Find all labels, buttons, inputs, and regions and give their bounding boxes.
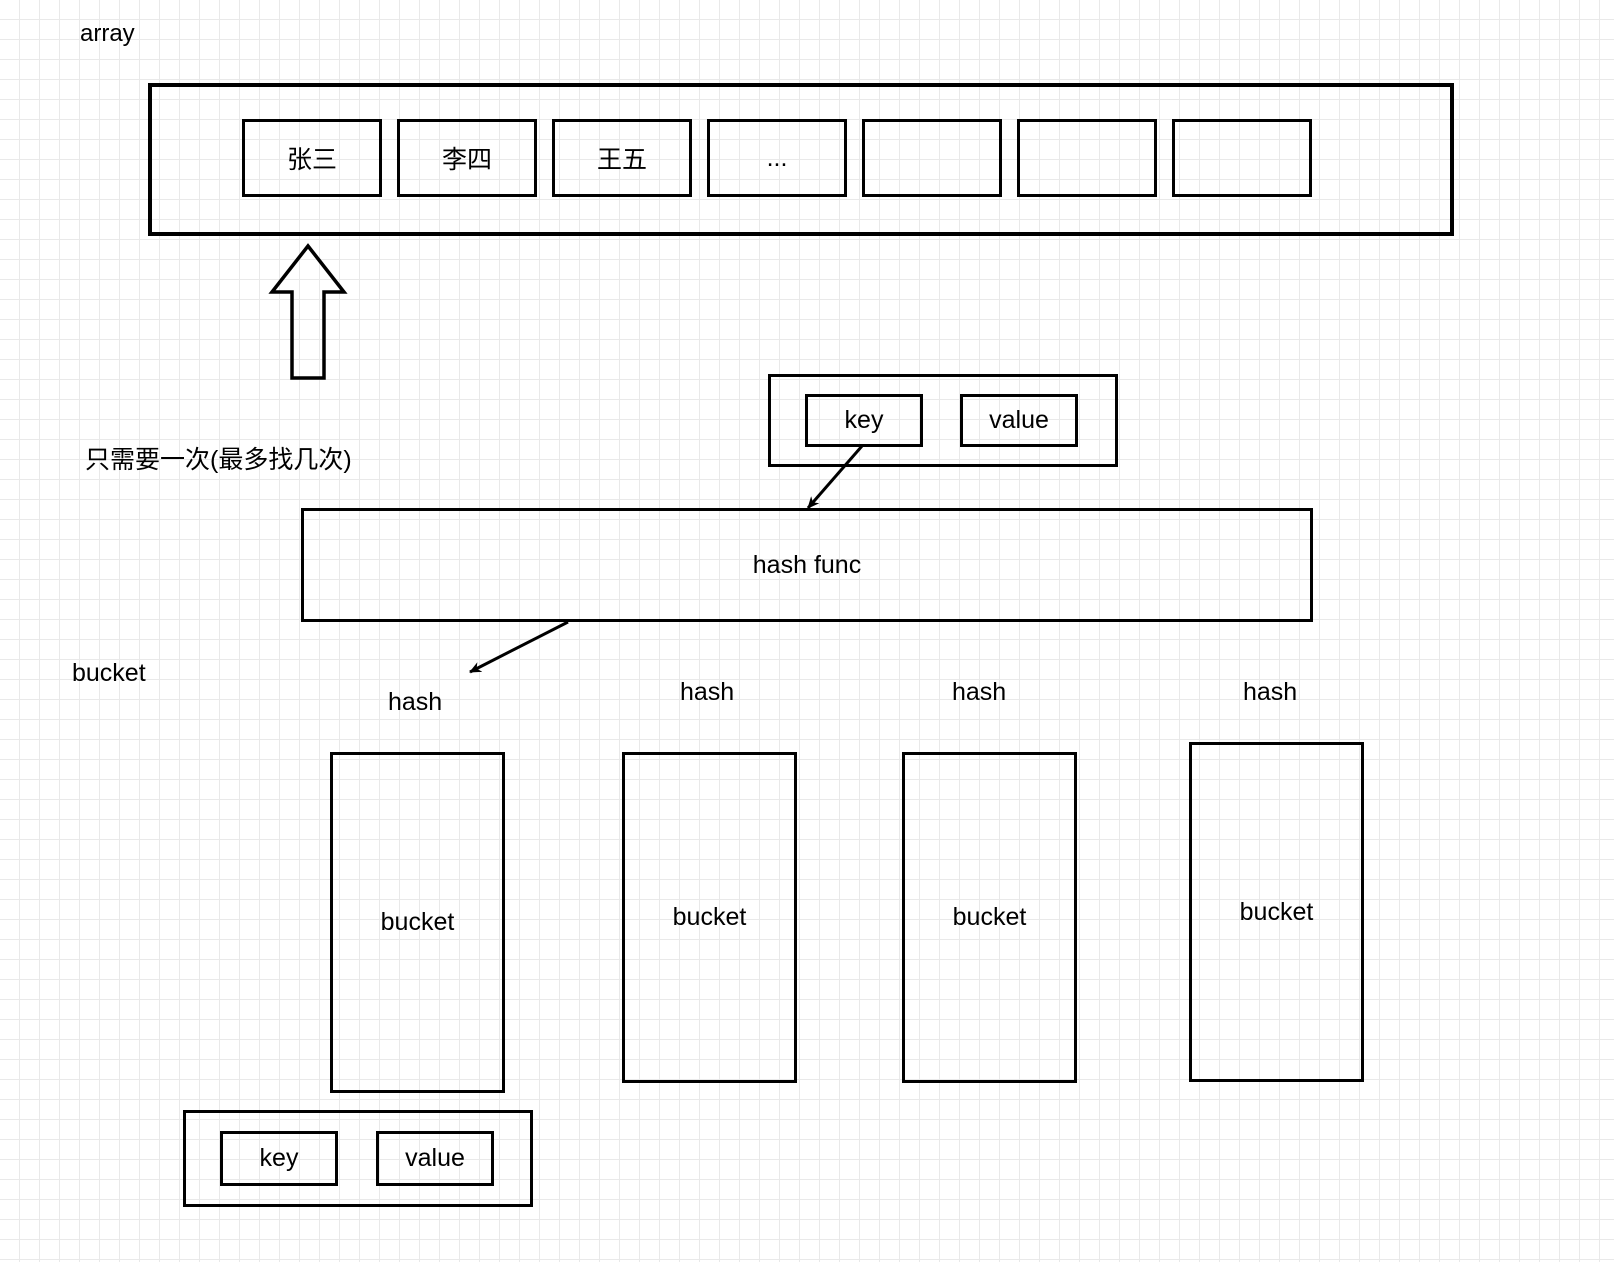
bucket-box-2: bucket xyxy=(902,752,1077,1083)
array-cell-4 xyxy=(862,119,1002,197)
up-arrow-icon xyxy=(268,242,348,387)
bucket-section-label: bucket xyxy=(72,659,146,687)
hash-label-3: hash xyxy=(1243,678,1298,706)
kv-pair-bottom-container xyxy=(183,1110,533,1207)
hash-label-0: hash xyxy=(388,688,443,716)
hash-label-2: hash xyxy=(952,678,1007,706)
array-cell-2: 王五 xyxy=(552,119,692,197)
hash-func-box: hash func xyxy=(301,508,1313,622)
bucket-box-3: bucket xyxy=(1189,742,1364,1082)
bucket-box-0: bucket xyxy=(330,752,505,1093)
array-cell-3: ... xyxy=(707,119,847,197)
array-container xyxy=(148,83,1454,236)
kv-pair-top-container xyxy=(768,374,1118,467)
bucket-box-1: bucket xyxy=(622,752,797,1083)
lookup-note-label: 只需要一次(最多找几次) xyxy=(85,446,352,474)
kv-bottom-key-box: key xyxy=(220,1131,338,1186)
array-cell-5 xyxy=(1017,119,1157,197)
array-cell-1: 李四 xyxy=(397,119,537,197)
array-label: array xyxy=(80,20,135,47)
kv-top-value-box: value xyxy=(960,394,1078,447)
hash-label-1: hash xyxy=(680,678,735,706)
kv-bottom-value-box: value xyxy=(376,1131,494,1186)
kv-top-key-box: key xyxy=(805,394,923,447)
array-cell-0: 张三 xyxy=(242,119,382,197)
array-cell-6 xyxy=(1172,119,1312,197)
